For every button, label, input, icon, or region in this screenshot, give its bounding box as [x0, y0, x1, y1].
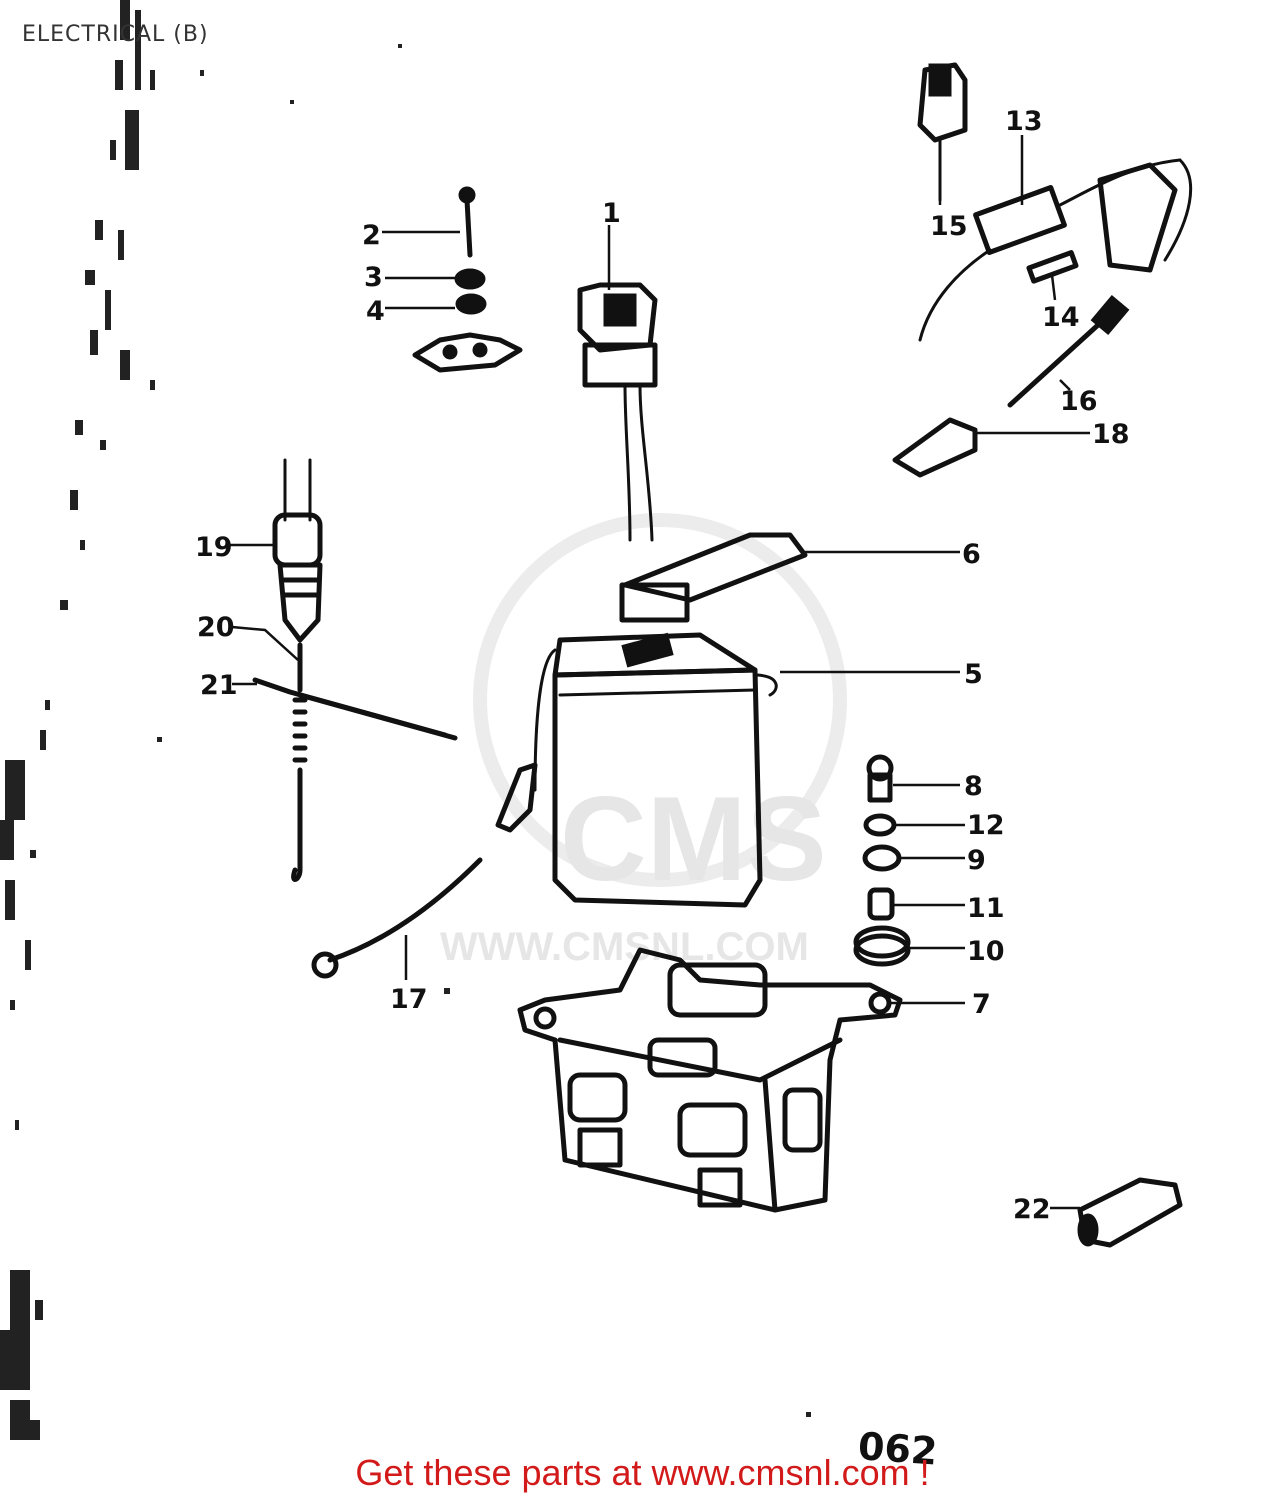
callout-6: 6	[962, 539, 981, 570]
callout-20: 20	[197, 612, 235, 643]
callout-19: 19	[195, 532, 233, 563]
watermark-brand: CMS	[560, 772, 827, 906]
page-title: ELECTRICAL (B)	[22, 22, 209, 47]
part-pipe-21	[252, 677, 458, 741]
callout-18: 18	[1092, 419, 1130, 450]
callout-11: 11	[967, 893, 1005, 924]
callout-13: 13	[1005, 106, 1043, 137]
callout-1: 1	[602, 198, 621, 229]
scan-noise	[0, 0, 811, 1440]
part-switch-19	[272, 458, 323, 643]
part-spring-20	[291, 642, 308, 882]
callout-7: 7	[972, 989, 991, 1020]
callout-labels: 1 2 3 4 5 6 7 8 9 10 11 12 13 14 15 16 1…	[195, 106, 1130, 1225]
leader-lines	[230, 135, 1090, 1210]
watermark: CMS WWW.CMSNL.COM	[440, 513, 847, 969]
callout-22: 22	[1013, 1194, 1051, 1225]
part-grommet-10	[853, 925, 911, 967]
callout-3: 3	[364, 262, 383, 293]
part-nut-cluster	[412, 332, 523, 373]
part-washer-12	[863, 813, 897, 837]
part-battery-5	[495, 632, 778, 908]
callout-14: 14	[1042, 302, 1080, 333]
part-wire-16	[1007, 294, 1130, 408]
parts-shop-link[interactable]: Get these parts at www.cmsnl.com !	[355, 1452, 930, 1493]
callout-17: 17	[390, 984, 428, 1015]
part-cable-17	[311, 857, 483, 979]
part-relay-13	[918, 158, 1193, 342]
callout-4: 4	[366, 296, 385, 327]
part-cap-18	[892, 417, 978, 478]
callout-2: 2	[362, 220, 381, 251]
watermark-url: WWW.CMSNL.COM	[440, 925, 809, 969]
page-number: 062	[857, 1424, 939, 1473]
part-bolt-2	[458, 186, 476, 258]
callout-21: 21	[200, 670, 238, 701]
part-fuse-14	[1026, 250, 1079, 284]
callout-10: 10	[967, 936, 1005, 967]
part-connector-15	[917, 62, 968, 202]
part-strap-6	[619, 532, 808, 623]
callout-15: 15	[930, 211, 968, 242]
callout-9: 9	[967, 845, 986, 876]
part-washer-4	[455, 293, 487, 315]
part-collar-11	[867, 887, 895, 921]
callout-8: 8	[964, 771, 983, 802]
part-bolt-8	[866, 754, 894, 803]
part-fuse-holder-1	[577, 282, 658, 542]
part-battery-box-7	[517, 947, 903, 1213]
part-washer-3	[454, 268, 486, 290]
part-fuse-22	[1077, 1177, 1183, 1248]
callout-5: 5	[964, 659, 983, 690]
callout-12: 12	[967, 810, 1005, 841]
part-washer-9	[862, 844, 902, 872]
callout-16: 16	[1060, 386, 1098, 417]
